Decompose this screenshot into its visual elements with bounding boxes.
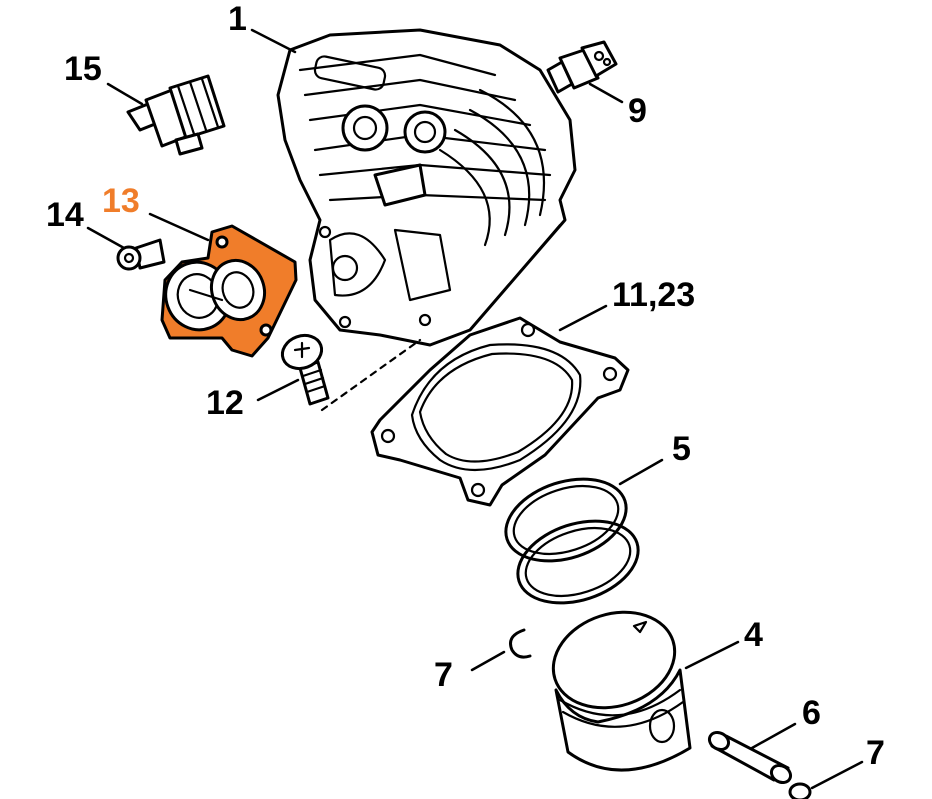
cylinder-screw-part[interactable] xyxy=(278,330,330,406)
callout-labels: 1 15 9 13 14 12 11,23 5 7 4 6 7 xyxy=(46,0,885,772)
screw-axis-line xyxy=(320,338,422,412)
callout-13[interactable]: 13 xyxy=(102,182,140,220)
callout-7-left[interactable]: 7 xyxy=(434,656,453,694)
callout-12[interactable]: 12 xyxy=(206,384,244,422)
callout-5[interactable]: 5 xyxy=(672,430,691,468)
spark-plug-part[interactable] xyxy=(126,74,226,156)
callout-15[interactable]: 15 xyxy=(64,50,102,88)
callout-1[interactable]: 1 xyxy=(228,0,247,38)
cylinder-part[interactable] xyxy=(276,28,577,347)
callout-7-right[interactable]: 7 xyxy=(866,734,885,772)
leader-lines xyxy=(86,28,864,790)
callout-11-23[interactable]: 11,23 xyxy=(612,276,695,314)
callout-4[interactable]: 4 xyxy=(744,616,763,654)
callout-9[interactable]: 9 xyxy=(628,92,647,130)
callout-14[interactable]: 14 xyxy=(46,196,84,234)
decompression-valve-part[interactable] xyxy=(546,40,618,94)
cylinder-gasket-part[interactable] xyxy=(370,316,630,507)
manifold-screw-part[interactable] xyxy=(116,238,166,271)
intake-manifold-part[interactable] xyxy=(156,224,298,358)
piston-rings-part[interactable] xyxy=(495,465,648,618)
callout-6[interactable]: 6 xyxy=(802,694,821,732)
circlip-left-part[interactable] xyxy=(509,628,532,659)
piston-part[interactable] xyxy=(541,597,692,772)
piston-pin-part[interactable] xyxy=(706,729,793,786)
circlip-right-part[interactable] xyxy=(788,782,812,799)
